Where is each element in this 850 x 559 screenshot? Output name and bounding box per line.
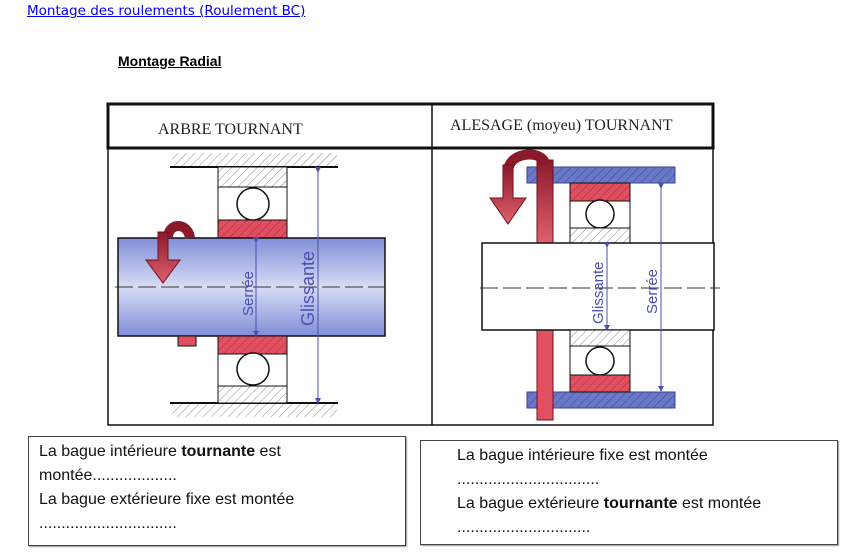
answer-box-alesage: La bague intérieure fixe est montée ....… [420, 440, 838, 545]
text: est montée [677, 495, 762, 512]
answer-line-inner[interactable]: ................................ [457, 471, 600, 488]
roulements-link[interactable]: Montage des roulements (Roulement BC) [27, 3, 306, 19]
answer-line-outer[interactable]: .............................. [457, 519, 591, 536]
label-glissante-right: Glissante [590, 261, 607, 324]
header-alesage-tournant: ALESAGE (moyeu) TOURNANT [450, 117, 673, 134]
answer-box-arbre: La bague intérieure tournante est montée… [28, 436, 406, 546]
label-serree-right: Serrée [644, 269, 661, 314]
text: La bague extérieure [457, 495, 604, 512]
text: La bague intérieure [39, 443, 182, 460]
text: La bague extérieure fixe est montée [39, 491, 295, 508]
arbre-tournant-drawing [115, 153, 386, 417]
page-title: Montage Radial [118, 53, 222, 69]
bold-text: tournante [181, 443, 256, 460]
alesage-tournant-drawing [480, 149, 720, 421]
header-arbre-tournant: ARBRE TOURNANT [158, 121, 303, 138]
answer-line-outer[interactable]: ............................... [39, 515, 177, 532]
text: La bague intérieure fixe est montée [457, 447, 708, 464]
bold-text: tournante [603, 495, 678, 512]
label-glissante-left: Glissante [298, 251, 318, 326]
text: est [255, 443, 281, 460]
bearing-diagram: ARBRE TOURNANT ALESAGE (moyeu) TOURNANT … [106, 102, 720, 426]
answer-line-inner[interactable]: montée................... [39, 467, 177, 484]
label-serree-left: Serrée [240, 271, 257, 316]
